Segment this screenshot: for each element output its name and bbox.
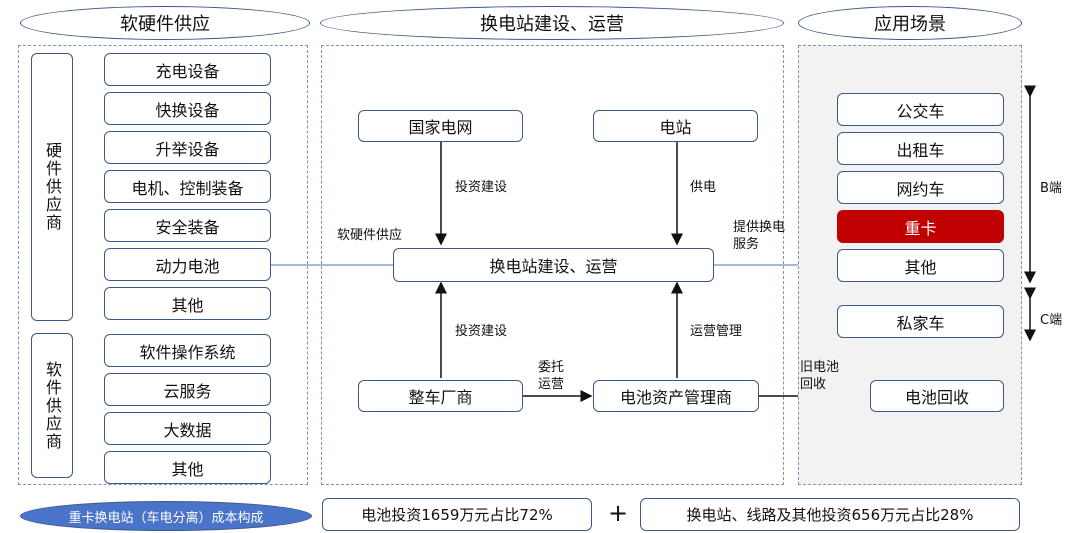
label-entrust-ops: 委托运营 xyxy=(538,360,565,392)
scene-bus: 公交车 xyxy=(837,93,1004,126)
hardware-item-charging: 充电设备 xyxy=(104,53,271,86)
footer-plus: + xyxy=(608,499,629,527)
label-c-end: C端 xyxy=(1040,313,1063,328)
hardware-item-other: 其他 xyxy=(104,287,271,320)
scene-heavy-truck: 重卡 xyxy=(837,210,1004,243)
footer-battery-cost: 电池投资1659万元占比72% xyxy=(322,498,592,531)
software-group-label: 软件供应商 xyxy=(31,333,73,478)
label-sw-supply: 软硬件供应 xyxy=(337,228,403,243)
header-scenes: 应用场景 xyxy=(798,6,1022,40)
hardware-item-safety: 安全装备 xyxy=(104,209,271,242)
hardware-item-motor: 电机、控制装备 xyxy=(104,170,271,203)
scene-taxi: 出租车 xyxy=(837,132,1004,165)
label-invest-bottom: 投资建设 xyxy=(455,324,508,339)
scene-other: 其他 xyxy=(837,249,1004,282)
scene-ride-hailing: 网约车 xyxy=(837,171,1004,204)
software-item-cloud: 云服务 xyxy=(104,373,271,406)
scene-battery-recycle: 电池回收 xyxy=(870,380,1004,412)
hardware-group-label: 硬件供应商 xyxy=(31,53,73,321)
hardware-item-lift: 升举设备 xyxy=(104,131,271,164)
node-state-grid: 国家电网 xyxy=(358,110,523,142)
node-oem: 整车厂商 xyxy=(358,380,523,412)
header-supply: 软硬件供应 xyxy=(20,6,310,40)
header-station: 换电站建设、运营 xyxy=(320,6,784,40)
software-item-other: 其他 xyxy=(104,451,271,484)
node-battery-asset-manager: 电池资产管理商 xyxy=(593,380,759,412)
label-provide-service: 提供换电服务 xyxy=(733,220,786,252)
label-invest-top: 投资建设 xyxy=(455,180,508,195)
hardware-item-battery: 动力电池 xyxy=(104,248,271,281)
footer-cost-title: 重卡换电站（车电分离）成本构成 xyxy=(20,501,312,531)
label-b-end: B端 xyxy=(1040,181,1062,196)
label-old-battery: 旧电池回收 xyxy=(800,360,840,392)
hardware-item-swap: 快换设备 xyxy=(104,92,271,125)
software-item-bigdata: 大数据 xyxy=(104,412,271,445)
panel-station xyxy=(321,45,784,485)
software-item-os: 软件操作系统 xyxy=(104,334,271,367)
scene-private-car: 私家车 xyxy=(837,305,1004,338)
label-ops-mgmt: 运营管理 xyxy=(690,324,743,339)
footer-station-cost: 换电站、线路及其他投资656万元占比28% xyxy=(640,498,1020,531)
label-supply-power: 供电 xyxy=(690,180,717,195)
panel-supply xyxy=(18,45,308,485)
node-power-plant: 电站 xyxy=(593,110,758,142)
node-swap-station-hub: 换电站建设、运营 xyxy=(393,248,714,282)
